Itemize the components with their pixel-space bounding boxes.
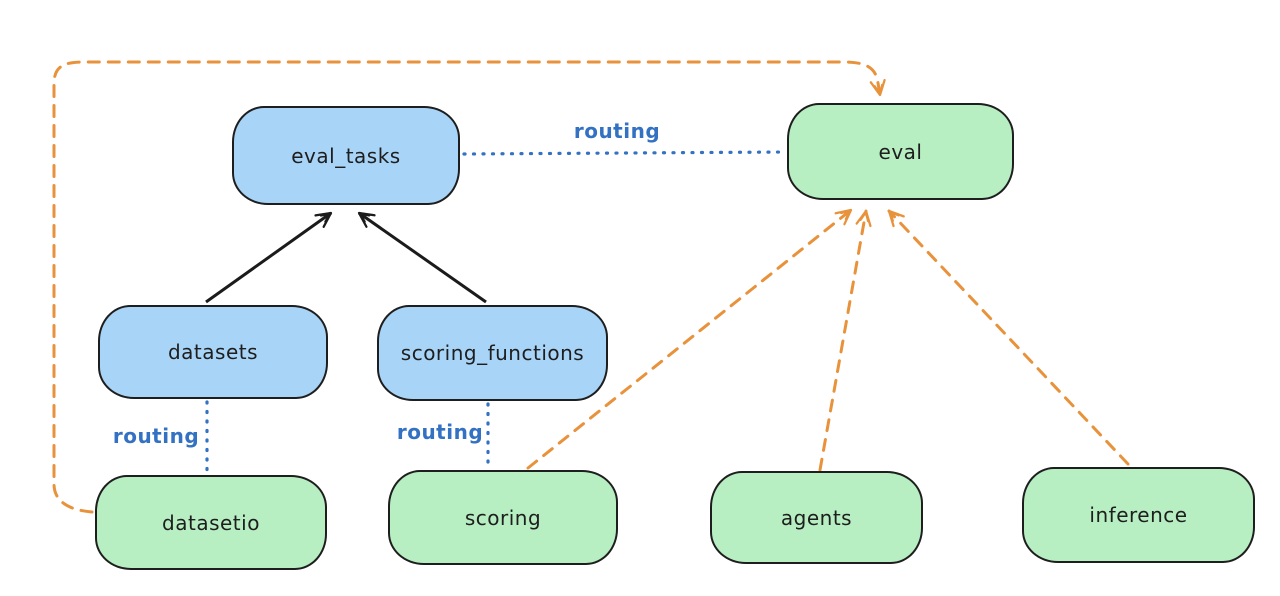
edge-agents-to-eval bbox=[818, 209, 872, 472]
node-scoring-functions-label: scoring_functions bbox=[400, 341, 585, 365]
edge-inference-to-eval bbox=[887, 209, 1130, 466]
edge-scoring-to-eval bbox=[526, 208, 853, 470]
node-scoring: scoring bbox=[388, 470, 618, 565]
node-agents-label: agents bbox=[780, 505, 853, 530]
node-scoring-label: scoring bbox=[464, 505, 542, 530]
node-scoring-functions: scoring_functions bbox=[377, 305, 608, 401]
node-inference: inference bbox=[1022, 467, 1255, 563]
node-eval-tasks-label: eval_tasks bbox=[291, 143, 401, 168]
routing-label-left: routing bbox=[112, 424, 200, 448]
routing-label-middle: routing bbox=[396, 420, 484, 444]
node-agents: agents bbox=[710, 471, 923, 564]
edge-datasets-to-eval_tasks bbox=[205, 211, 333, 304]
node-inference-label: inference bbox=[1089, 503, 1188, 527]
edge-eval_tasks-eval-routing bbox=[462, 150, 787, 156]
node-eval: eval bbox=[787, 103, 1014, 200]
node-datasetio-label: datasetio bbox=[162, 510, 260, 535]
node-eval-tasks: eval_tasks bbox=[232, 106, 460, 205]
edge-scoring_functions-to-eval_tasks bbox=[357, 211, 487, 304]
edge-datasetio-to-eval bbox=[52, 60, 886, 514]
node-datasets: datasets bbox=[98, 305, 328, 399]
node-datasets-label: datasets bbox=[167, 340, 259, 364]
routing-label-top: routing bbox=[573, 119, 661, 143]
node-eval-label: eval bbox=[878, 139, 923, 164]
node-datasetio: datasetio bbox=[95, 475, 327, 570]
